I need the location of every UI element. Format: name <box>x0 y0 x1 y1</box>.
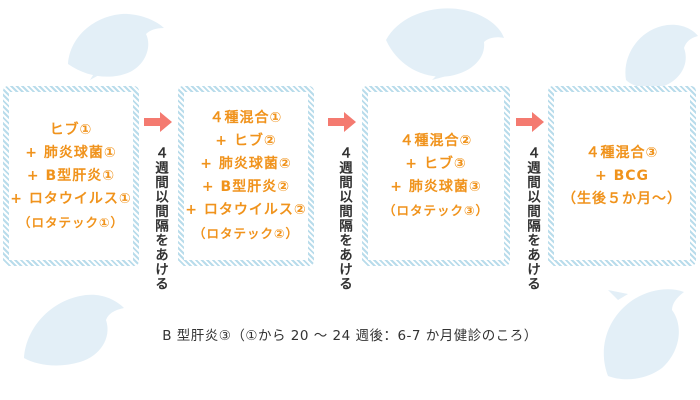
interval-label-3: ４週間以間隔をあける <box>524 146 540 291</box>
step-box-2: ４種混合① + ヒブ② + 肺炎球菌② + B型肝炎② + ロタウイルス② （ロ… <box>178 86 314 266</box>
interval-label-2: ４週間以間隔をあける <box>336 146 352 291</box>
arrow-right-icon-2 <box>328 112 356 132</box>
interval-label-1: ４週間以間隔をあける <box>152 146 168 291</box>
step-2-line-1: ４種混合① <box>209 110 283 126</box>
penguin-silhouette-bottom-right-icon <box>603 289 684 380</box>
step-1-line-5: （ロタテック①） <box>17 214 125 230</box>
step-3-line-4: （ロタテック③） <box>382 203 490 218</box>
step-2-line-3: + 肺炎球菌② <box>200 156 292 172</box>
step-1-line-2: + 肺炎球菌① <box>25 144 117 161</box>
step-2-line-4: + B型肝炎② <box>201 179 291 195</box>
step-3-line-1: ４種混合② <box>399 133 473 149</box>
arrow-right-icon-3 <box>516 112 544 132</box>
step-4-line-3: （生後５か月〜） <box>562 190 682 207</box>
step-box-3: ４種混合② + ヒブ③ + 肺炎球菌③ （ロタテック③） <box>362 86 510 266</box>
penguin-silhouette-top-left-icon <box>68 13 164 80</box>
penguin-silhouette-bottom-left-icon <box>24 294 124 366</box>
step-1-line-1: ヒブ① <box>49 121 93 138</box>
penguin-silhouette-top-center-icon <box>386 8 504 80</box>
step-1-line-3: + B型肝炎① <box>26 167 116 184</box>
step-box-4: ４種混合③ + BCG （生後５か月〜） <box>548 86 696 266</box>
step-2-line-2: + ヒブ② <box>215 133 277 149</box>
step-3-line-2: + ヒブ③ <box>405 156 467 172</box>
penguin-silhouette-top-right-icon <box>625 24 698 89</box>
arrow-right-icon-1 <box>144 112 172 132</box>
step-1-line-4: + ロタウイルス① <box>10 190 132 207</box>
step-3-line-3: + 肺炎球菌③ <box>390 179 482 195</box>
step-2-line-6: （ロタテック②） <box>192 226 300 241</box>
footnote-hepatitis-b-third-dose: B 型肝炎③（①から 20 〜 24 週後：6-7 か月健診のころ） <box>162 328 538 344</box>
step-box-1: ヒブ① + 肺炎球菌① + B型肝炎① + ロタウイルス① （ロタテック①） <box>3 86 139 266</box>
step-4-line-1: ４種混合③ <box>585 144 659 161</box>
step-4-line-2: + BCG <box>594 167 650 184</box>
step-2-line-5: + ロタウイルス② <box>185 202 307 218</box>
